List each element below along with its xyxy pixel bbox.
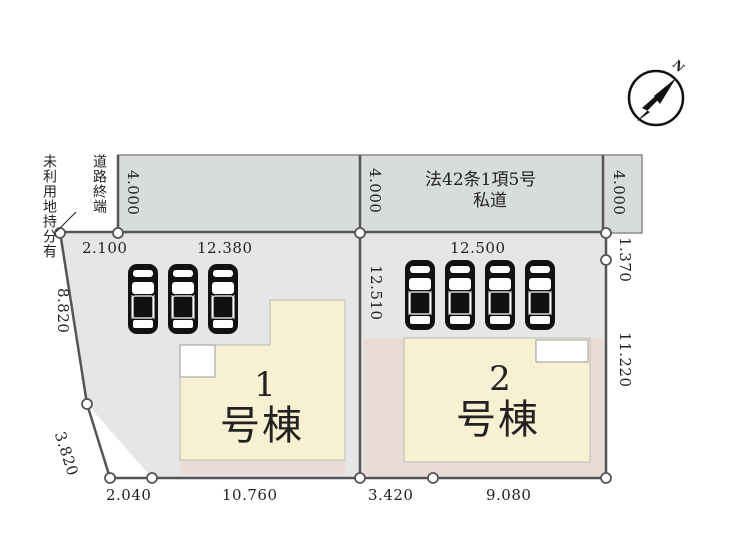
road-end-leader [55, 211, 77, 233]
building-2-name: 号棟 [456, 397, 540, 443]
building-2-balcony [535, 339, 589, 363]
road-name: 私道 [473, 191, 507, 211]
building-1-number: 1 [254, 365, 276, 405]
dim-left-side: 8.820 [54, 288, 72, 334]
building-1-balcony [179, 344, 216, 378]
road-width-left: 4.000 [124, 170, 142, 216]
boundary-markers [54, 227, 612, 484]
parked-car-icon [445, 260, 475, 330]
dim-top-left-short: 2.100 [82, 239, 128, 257]
private-road [116, 154, 643, 234]
north-arrow-icon [627, 69, 685, 127]
building-1-footprint [179, 299, 346, 461]
dim-bottom-mid: 3.420 [368, 486, 414, 504]
dim-bottom-left-short: 2.040 [106, 486, 152, 504]
boundary [58, 230, 608, 480]
parking-lot-2 [405, 260, 555, 330]
dim-lot2-left: 12.510 [367, 265, 385, 321]
dim-bottom-lot2: 9.080 [486, 486, 532, 504]
parked-car-icon [485, 260, 515, 330]
parked-car-icon [405, 260, 435, 330]
dim-bottom-lot1: 10.760 [222, 486, 278, 504]
unused-land-label: 未利用地持分有 [41, 154, 57, 259]
parked-car-icon [208, 264, 238, 334]
parked-car-icon [168, 264, 198, 334]
parked-car-icon [525, 260, 555, 330]
dim-top-lot1: 12.380 [197, 239, 253, 257]
dim-right-side: 11.220 [616, 332, 634, 388]
road-end-label: 道路終端 [91, 154, 107, 214]
building-1-name: 号棟 [220, 403, 304, 449]
road-type-label: 法42条1項5号 [425, 170, 537, 190]
parking-lot-1 [128, 264, 238, 334]
road-width-middle: 4.000 [366, 168, 384, 214]
road-width-right: 4.000 [610, 170, 628, 216]
dim-top-lot2: 12.500 [450, 239, 506, 257]
dim-right-short: 1.370 [616, 237, 634, 283]
parked-car-icon [128, 264, 158, 334]
building-2-number: 2 [489, 359, 511, 399]
